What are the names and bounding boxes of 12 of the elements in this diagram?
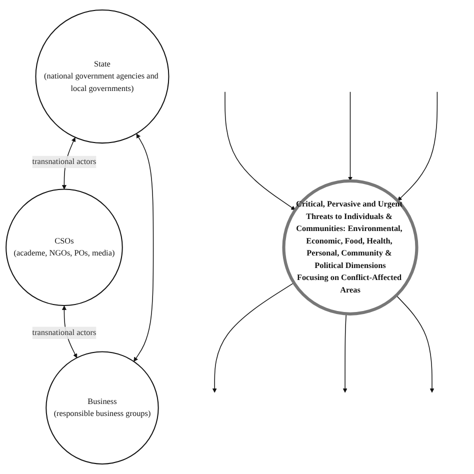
- edge-label: transnational actors: [32, 328, 96, 337]
- arrow: [398, 92, 438, 201]
- arrow: [396, 295, 434, 393]
- arrow: [224, 92, 296, 210]
- arrow: [348, 92, 352, 182]
- node-circle: Business (responsible business groups): [46, 351, 159, 464]
- edge-label: transnational actors: [32, 157, 96, 166]
- arrow: [342, 313, 348, 393]
- arrow: [134, 134, 154, 362]
- node-circle: State (national government agencies and local governments): [35, 10, 170, 144]
- arrow: [212, 282, 294, 393]
- node-circle: CSOs (academe, NGOs, POs, media): [6, 188, 123, 306]
